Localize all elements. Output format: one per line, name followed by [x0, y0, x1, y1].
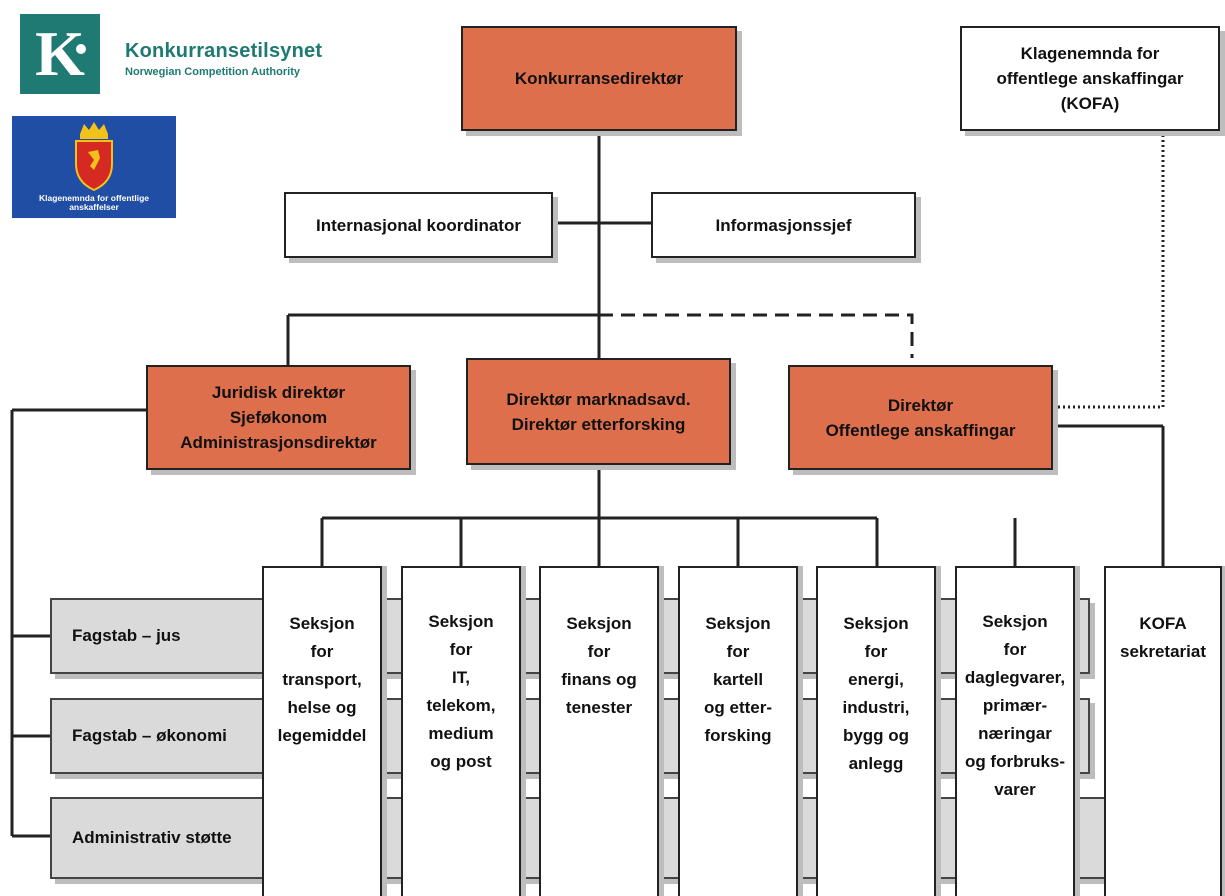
- section-line: for: [587, 642, 611, 661]
- section-line: industri,: [842, 698, 910, 717]
- section-line: Seksjon: [982, 612, 1048, 631]
- procurement-line2: Offentlege anskaffingar: [825, 420, 1016, 440]
- legal-line3: Administrasjonsdirektør: [180, 433, 377, 452]
- kofa-board-line3: (KOFA): [1060, 94, 1120, 113]
- section-line: for: [310, 642, 334, 661]
- section-line: energi,: [848, 670, 904, 689]
- market-line1: Direktør marknadsavd.: [506, 389, 691, 409]
- box-market-directors: Direktør marknadsavd. Direktør etterfors…: [466, 358, 731, 465]
- section-line: for: [726, 642, 750, 661]
- section-line: kartell: [712, 670, 764, 689]
- kofa-logo-caption-1: Klagenemnda for offentlige: [38, 193, 150, 203]
- section-line: og post: [430, 752, 492, 771]
- kofa-sekretariat-line2: sekretariat: [1119, 642, 1206, 661]
- konkurransetilsynet-logo-mark: K: [20, 14, 100, 94]
- kofa-board-line2: offentlege anskaffingar: [996, 69, 1184, 88]
- section-line: og etter-: [704, 698, 772, 717]
- section-line: næringar: [978, 724, 1052, 743]
- section-finans: Seksjon for finans og tenester: [539, 566, 659, 896]
- section-line: helse og: [287, 698, 357, 717]
- section-line: Seksjon: [705, 614, 771, 633]
- legal-line1: Juridisk direktør: [211, 383, 346, 402]
- section-it-telekom: Seksjon for IT, telekom, medium og post: [401, 566, 521, 896]
- section-line: forsking: [704, 726, 772, 745]
- section-line: legemiddel: [277, 726, 367, 745]
- box-internasjonal-koordinator: Internasjonal koordinator: [284, 192, 553, 258]
- kofa-sekretariat-line1: KOFA: [1139, 614, 1187, 633]
- section-line: transport,: [282, 670, 362, 689]
- section-daglegvarer: Seksjon for daglegvarer, primær- næringa…: [955, 566, 1075, 896]
- section-line: varer: [994, 780, 1036, 799]
- section-kofa-sekretariat: KOFA sekretariat: [1104, 566, 1222, 896]
- section-transport: Seksjon for transport, helse og legemidd…: [262, 566, 382, 896]
- section-line: og forbruks-: [964, 752, 1066, 771]
- kofa-logo: Klagenemnda for offentlige anskaffelser: [12, 116, 176, 218]
- connector-dashed-procurement: [599, 313, 914, 358]
- section-line: tenester: [565, 698, 633, 717]
- section-line: anlegg: [848, 754, 904, 773]
- section-line: for: [864, 642, 888, 661]
- informasjonssjef-label: Informasjonssjef: [715, 215, 852, 235]
- connector-dotted-kofa: [1053, 132, 1165, 409]
- section-line: Seksjon: [428, 612, 494, 631]
- section-kartell: Seksjon for kartell og etter- forsking: [678, 566, 798, 896]
- section-line: finans og: [561, 670, 637, 689]
- box-kofa-board: Klagenemnda for offentlege anskaffingar …: [960, 26, 1220, 131]
- section-line: bygg og: [842, 726, 910, 745]
- section-line: telekom,: [426, 696, 496, 715]
- konkurransetilsynet-subtitle: Norwegian Competition Authority: [125, 66, 300, 78]
- band-administrativ-stotte-label: Administrativ støtte: [72, 828, 232, 847]
- section-line: Seksjon: [843, 614, 909, 633]
- section-line: Seksjon: [289, 614, 355, 633]
- coat-of-arms-icon: [75, 122, 113, 192]
- logo-dot: [76, 44, 86, 54]
- konkurransedirektor-label: Konkurransedirektør: [514, 69, 684, 88]
- section-line: for: [449, 640, 473, 659]
- section-line: Seksjon: [566, 614, 632, 633]
- section-line: primær-: [982, 696, 1048, 715]
- konkurransetilsynet-name: Konkurransetilsynet: [125, 40, 323, 62]
- logo-letter: K: [35, 18, 85, 89]
- box-procurement-director: Direktør Offentlege anskaffingar: [788, 365, 1053, 470]
- box-konkurransedirektor: Konkurransedirektør: [461, 26, 737, 131]
- internasjonal-koordinator-label: Internasjonal koordinator: [316, 215, 521, 235]
- market-line2: Direktør etterforsking: [511, 414, 686, 434]
- kofa-board-line1: Klagenemnda for: [1020, 44, 1160, 63]
- procurement-line1: Direktør: [887, 395, 954, 415]
- legal-line2: Sjeføkonom: [229, 408, 328, 427]
- kofa-logo-caption-2: anskaffelser: [69, 202, 119, 212]
- section-energi: Seksjon for energi, industri, bygg og an…: [816, 566, 936, 896]
- section-line: daglegvarer,: [964, 668, 1066, 687]
- section-line: medium: [428, 724, 494, 743]
- band-fagstab-okonomi-label: Fagstab – økonomi: [72, 726, 227, 745]
- box-legal-directors: Juridisk direktør Sjeføkonom Administras…: [146, 365, 411, 470]
- box-informasjonssjef: Informasjonssjef: [651, 192, 916, 258]
- section-line: IT,: [452, 668, 470, 687]
- section-line: for: [1003, 640, 1027, 659]
- band-fagstab-jus-label: Fagstab – jus: [72, 626, 181, 645]
